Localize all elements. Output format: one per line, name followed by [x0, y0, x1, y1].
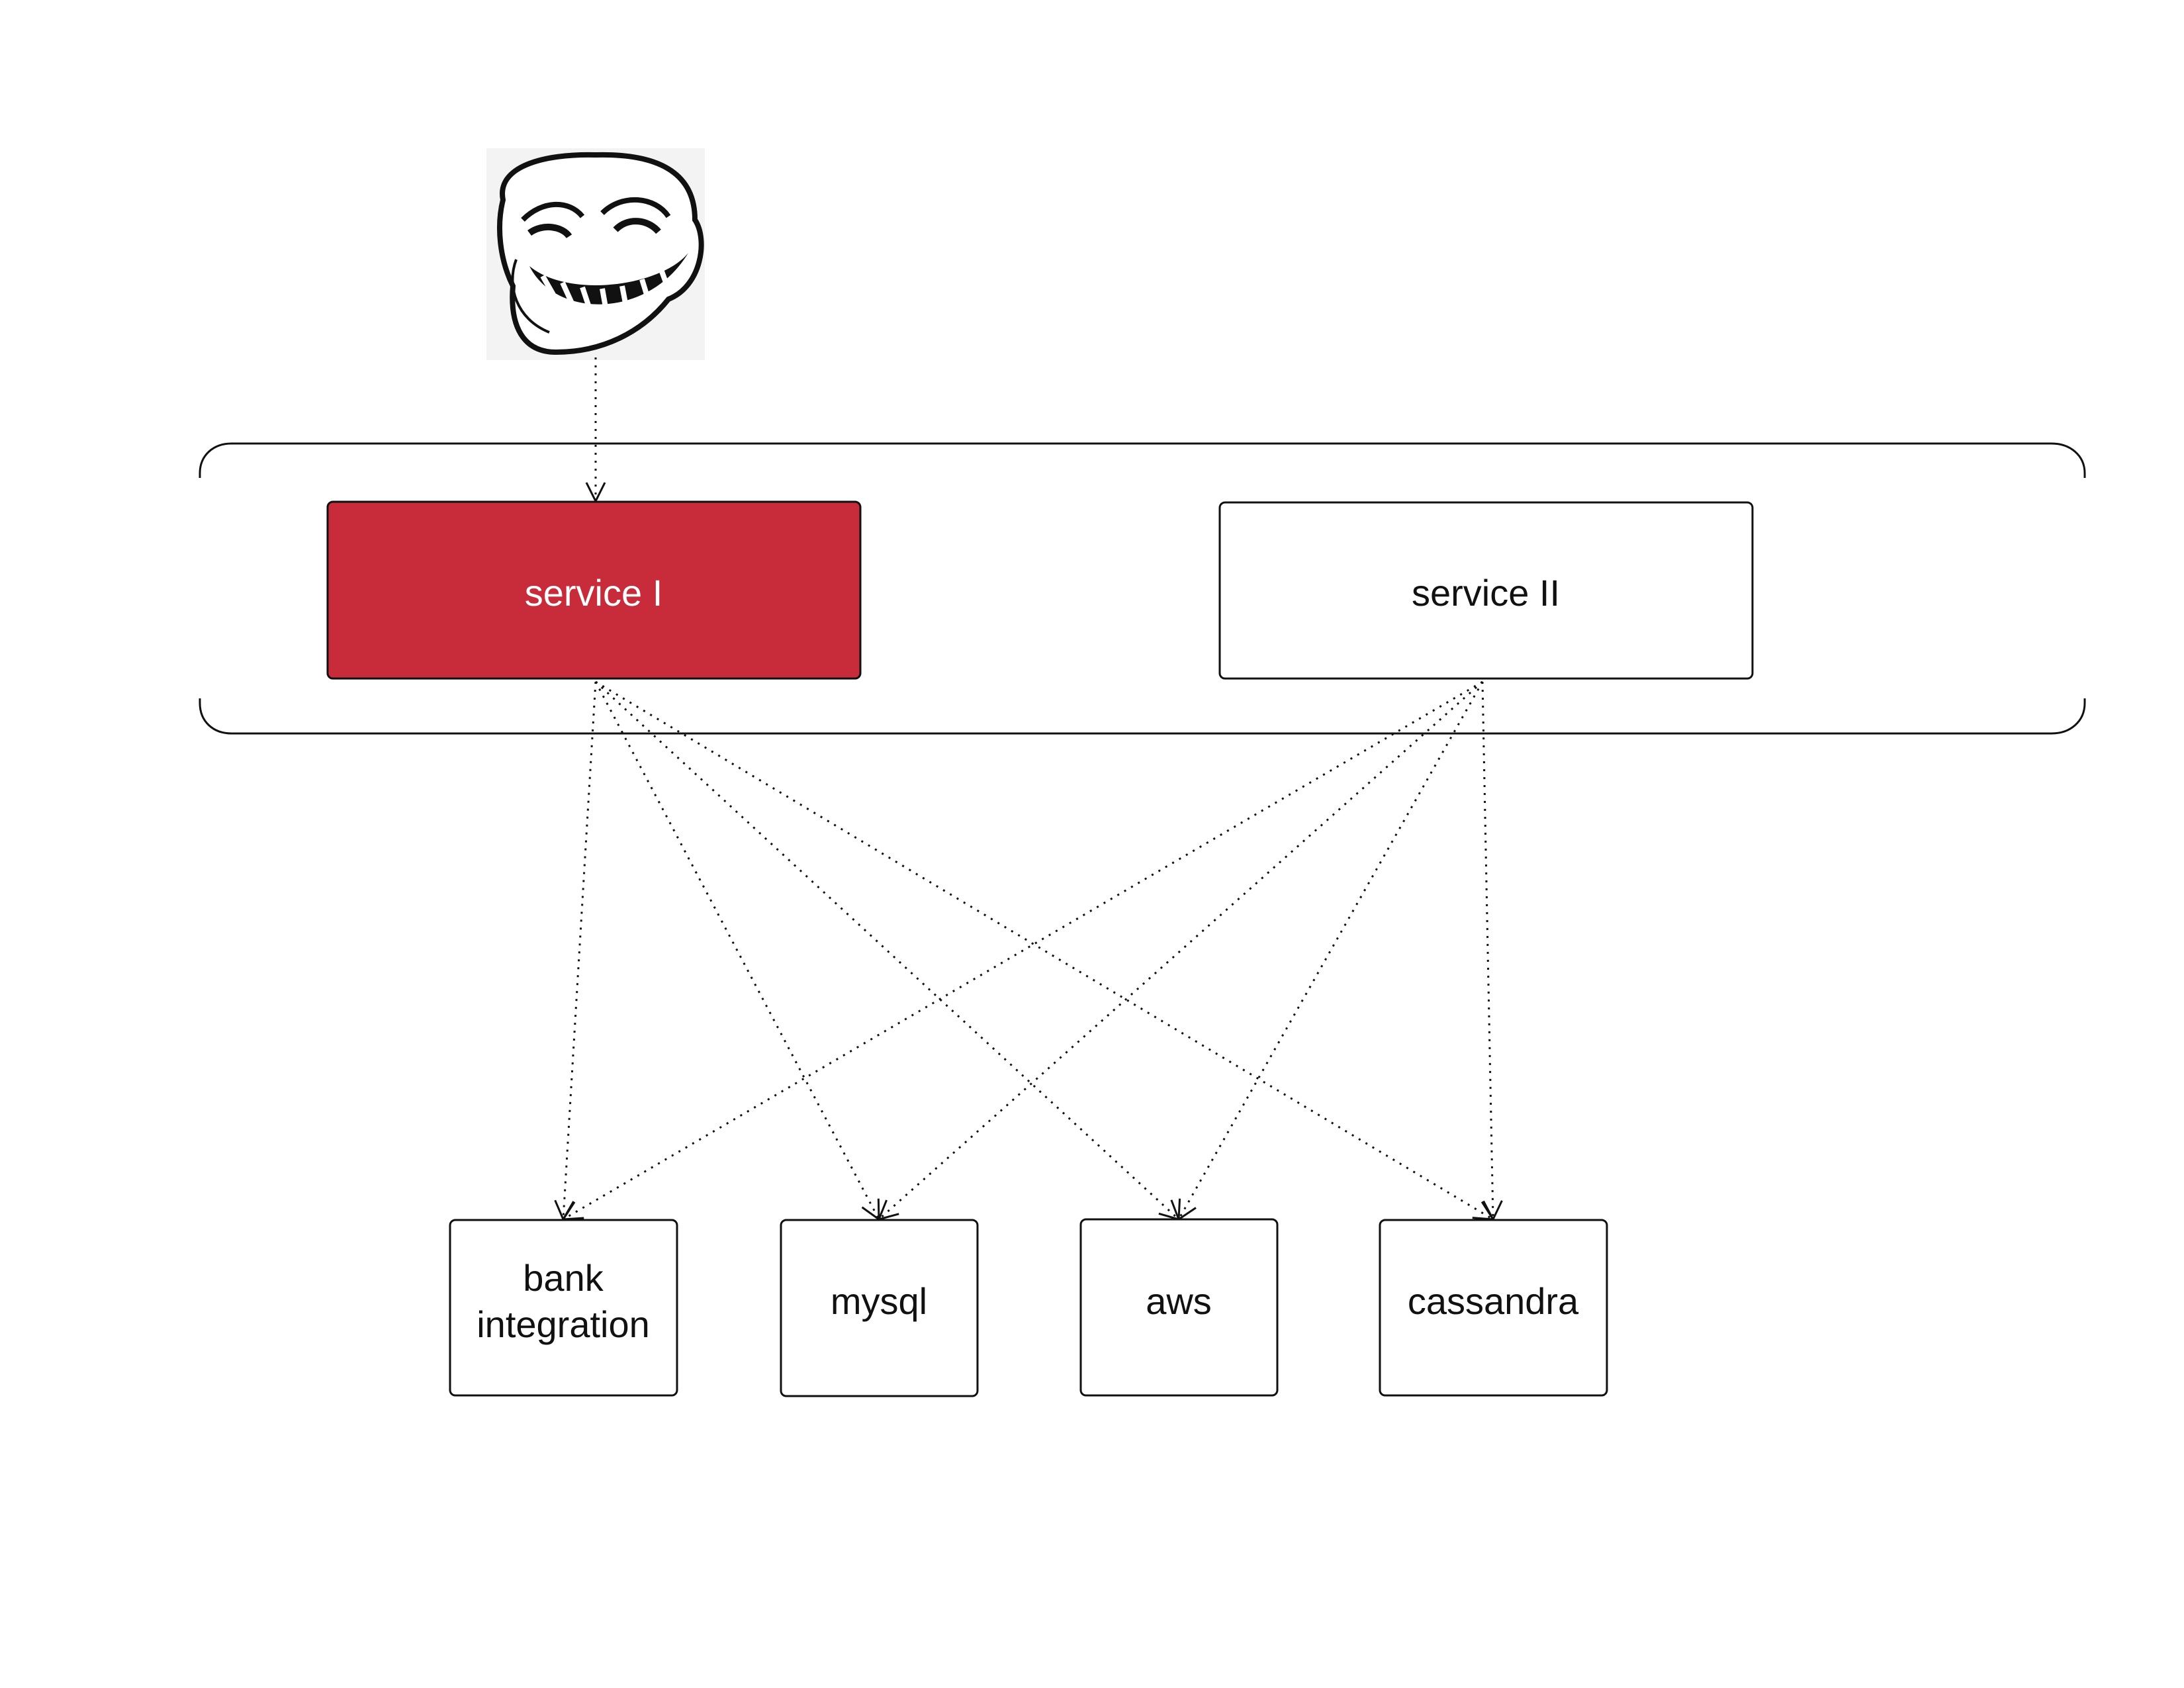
- edge-service1-to-bank: [554, 681, 597, 1222]
- edge-service1-to-aws: [594, 680, 1181, 1221]
- edge-service2-to-mysql: [877, 680, 1483, 1221]
- edge-service1-to-cassandra: [595, 680, 1495, 1221]
- mysql-node[interactable]: mysql: [780, 1219, 979, 1397]
- bank-integration-label-line-2: integration: [477, 1303, 650, 1345]
- edge-service1-to-mysql: [594, 681, 880, 1221]
- edge-service2-to-aws: [1177, 681, 1484, 1221]
- cassandra-node[interactable]: cassandra: [1379, 1219, 1608, 1397]
- bank-integration-label-line-1: bank: [523, 1257, 604, 1299]
- service-2-label: service II: [1412, 572, 1560, 614]
- system-boundary: [199, 442, 2086, 735]
- cassandra-label: cassandra: [1408, 1280, 1579, 1322]
- bank-integration-node[interactable]: bank integration: [449, 1219, 678, 1397]
- troll-face-icon: [486, 148, 705, 360]
- aws-label: aws: [1146, 1280, 1212, 1322]
- edge-service2-to-bank: [561, 680, 1483, 1221]
- service-2-node[interactable]: service II: [1218, 501, 1754, 680]
- service-1-label: service I: [525, 572, 663, 614]
- service-1-node[interactable]: service I: [326, 500, 862, 680]
- aws-node[interactable]: aws: [1079, 1218, 1279, 1397]
- edges: [554, 357, 1503, 1222]
- mysql-label: mysql: [831, 1280, 927, 1322]
- edge-service2-to-cassandra: [1481, 681, 1503, 1222]
